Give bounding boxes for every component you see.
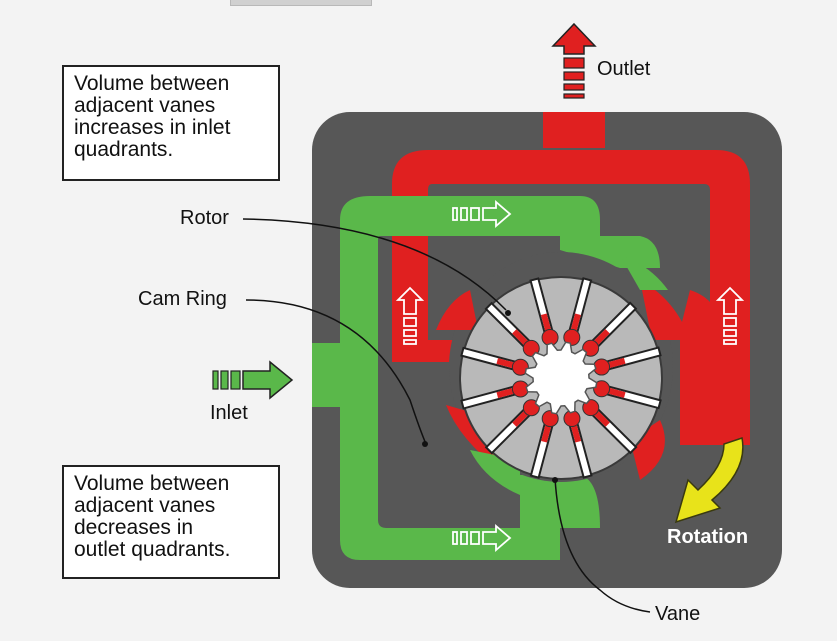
callout-outlet-line: outlet quadrants. (74, 538, 231, 561)
vane-label: Vane (655, 603, 701, 625)
callout-inlet-quadrants: Volume between adjacent vanes increases … (62, 65, 280, 181)
flow-arrow-top-icon (452, 200, 512, 228)
inlet-label: Inlet (210, 402, 248, 424)
vane-slot-bulb (593, 380, 611, 398)
outlet-arrow-icon (551, 22, 597, 99)
rotor-leader-line (242, 218, 507, 311)
rotor-bore (524, 341, 598, 415)
callout-outlet-line: decreases in (74, 516, 194, 539)
outlet-label: Outlet (597, 58, 651, 80)
rotor-label: Rotor (180, 207, 229, 229)
callout-inlet-line: increases in inlet (74, 116, 231, 139)
vane-leader-line (554, 477, 651, 613)
flow-arrow-left-up-icon (395, 286, 425, 345)
callout-inlet-line: quadrants. (74, 138, 174, 161)
leader-lines (242, 218, 651, 613)
flow-arrow-bottom-icon (452, 524, 512, 552)
vane-slot-bulb (511, 358, 529, 376)
inlet-passage (312, 196, 660, 560)
vane-slot-bulb (541, 410, 559, 428)
outlet-passage (392, 112, 750, 445)
callout-inlet-line: adjacent vanes (74, 94, 216, 117)
callout-outlet-line: adjacent vanes (74, 494, 216, 517)
top-tab-remnant (230, 0, 372, 6)
callout-inlet-line: Volume between (74, 72, 230, 95)
inlet-arrow-icon (212, 360, 294, 400)
cam-ring-label: Cam Ring (138, 288, 227, 310)
rotation-label: Rotation (667, 526, 749, 548)
callout-outlet-line: Volume between (74, 472, 230, 495)
callout-outlet-quadrants: Volume between adjacent vanes decreases … (62, 465, 280, 579)
flow-arrow-right-up-icon (715, 286, 745, 345)
rotation-arrow-icon (674, 437, 744, 524)
vane-slot-bulb (563, 328, 581, 346)
cam-ring-leader-line (245, 299, 427, 445)
